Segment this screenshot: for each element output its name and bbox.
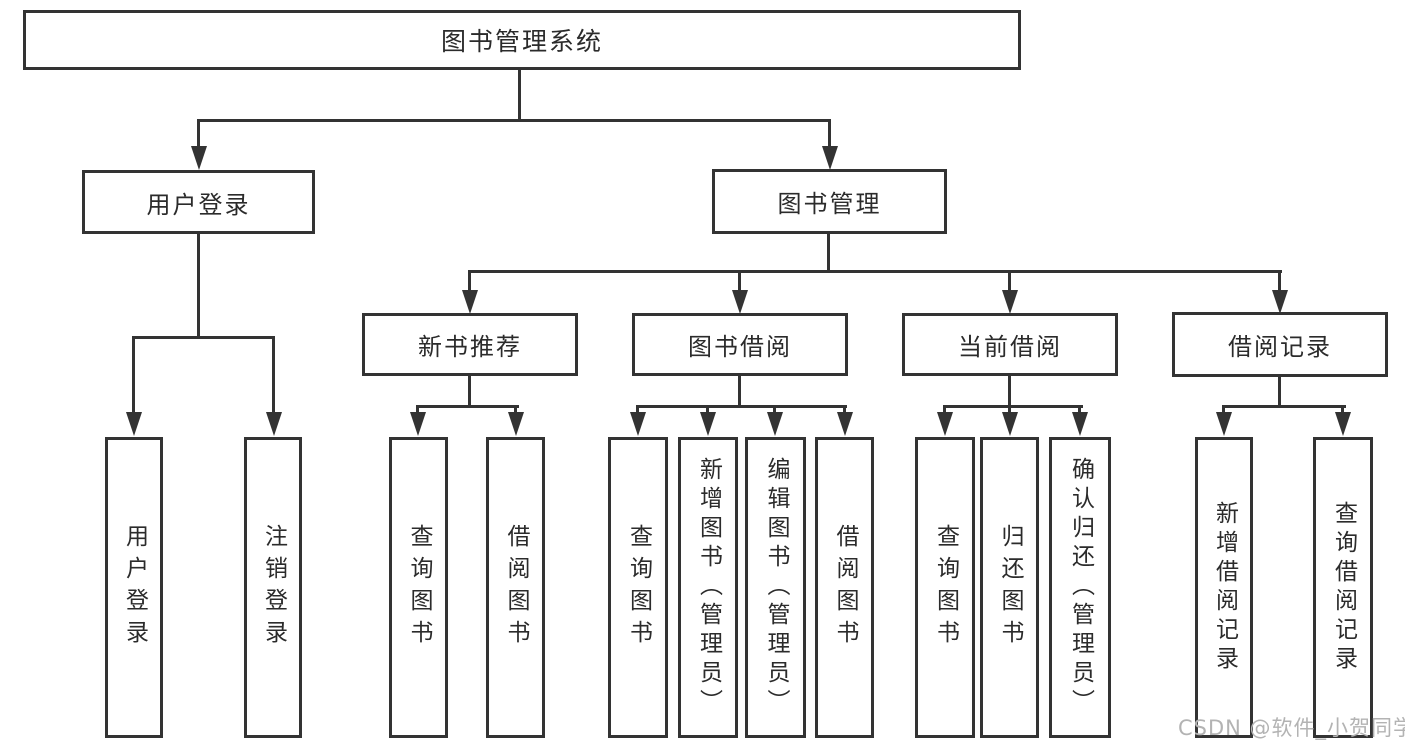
leaf-return-books-label: 归还图书: [997, 523, 1023, 652]
arrow-down-icon: [410, 412, 426, 436]
node-root-label: 图书管理系统: [440, 27, 603, 56]
arrow-down-icon: [767, 412, 783, 436]
leaf-borrow-books-1-label: 借阅图书: [503, 523, 529, 652]
connector-line: [197, 234, 200, 338]
leaf-query-borrow-record: 查询借阅记录: [1313, 437, 1373, 738]
leaf-add-borrow-record: 新增借阅记录: [1195, 437, 1253, 738]
leaf-borrow-books-1: 借阅图书: [486, 437, 545, 738]
connector-line: [1008, 405, 1011, 415]
leaf-query-books-2: 查询图书: [608, 437, 668, 738]
node-root: 图书管理系统: [23, 10, 1021, 70]
arrow-down-icon: [1002, 290, 1018, 314]
connector-line: [828, 119, 831, 148]
watermark-text: CSDN @软件_小贺同学: [1178, 716, 1405, 740]
arrow-down-icon: [191, 146, 207, 170]
leaf-borrow-books-2-label: 借阅图书: [832, 523, 858, 652]
leaf-user-login-label: 用户登录: [121, 523, 148, 652]
node-borrowing-records: 借阅记录: [1172, 312, 1388, 377]
arrow-down-icon: [126, 412, 142, 436]
arrow-down-icon: [462, 290, 478, 314]
connector-line: [1278, 376, 1281, 407]
arrow-down-icon: [837, 412, 853, 436]
arrow-down-icon: [937, 412, 953, 436]
leaf-query-books-1: 查询图书: [389, 437, 448, 738]
arrow-down-icon: [266, 412, 282, 436]
node-book-management-label: 图书管理: [777, 190, 882, 218]
arrow-down-icon: [1002, 412, 1018, 436]
node-current-borrowing: 当前借阅: [902, 313, 1118, 376]
arrow-down-icon: [1335, 412, 1351, 436]
leaf-logout-label: 注销登录: [260, 523, 287, 652]
arrow-down-icon: [1072, 412, 1088, 436]
connector-line: [416, 405, 519, 408]
arrow-down-icon: [630, 412, 646, 436]
connector-line: [738, 270, 741, 292]
connector-line: [132, 336, 135, 414]
leaf-add-books-admin: 新增图书（管理员）: [678, 437, 738, 738]
connector-line: [468, 270, 471, 292]
node-book-borrowing: 图书借阅: [632, 313, 848, 376]
leaf-confirm-return-admin: 确认归还（管理员）: [1049, 437, 1111, 738]
leaf-borrow-books-2: 借阅图书: [815, 437, 874, 738]
leaf-query-borrow-record-label: 查询借阅记录: [1330, 500, 1357, 675]
node-user-login-label: 用户登录: [146, 190, 251, 219]
leaf-logout: 注销登录: [244, 437, 302, 738]
connector-line: [738, 376, 741, 407]
leaf-confirm-return-admin-label: 确认归还（管理员）: [1067, 457, 1094, 718]
connector-line: [827, 234, 830, 273]
connector-line: [518, 70, 521, 121]
connector-line: [943, 405, 1083, 408]
leaf-edit-books-admin: 编辑图书（管理员）: [745, 437, 806, 738]
connector-line: [197, 119, 200, 148]
connector-line: [197, 119, 831, 122]
connector-line: [132, 336, 275, 339]
connector-line: [1008, 376, 1011, 407]
leaf-query-books-3: 查询图书: [915, 437, 975, 738]
arrow-down-icon: [822, 146, 838, 170]
connector-line: [416, 405, 419, 415]
node-current-borrowing-label: 当前借阅: [958, 333, 1062, 361]
leaf-add-borrow-record-label: 新增借阅记录: [1211, 500, 1238, 675]
connector-line: [843, 405, 846, 415]
node-borrowing-records-label: 借阅记录: [1228, 333, 1332, 361]
connector-line: [706, 405, 709, 415]
connector-line: [468, 376, 471, 407]
leaf-user-login: 用户登录: [105, 437, 163, 738]
node-user-login: 用户登录: [82, 170, 315, 234]
connector-line: [636, 405, 847, 408]
connector-line: [1078, 405, 1081, 415]
leaf-query-books-1-label: 查询图书: [406, 523, 432, 652]
connector-line: [943, 405, 946, 415]
connector-line: [1222, 405, 1225, 415]
leaf-query-books-2-label: 查询图书: [625, 523, 652, 652]
connector-line: [1341, 405, 1344, 415]
node-book-management: 图书管理: [712, 169, 947, 234]
arrow-down-icon: [1216, 412, 1232, 436]
leaf-edit-books-admin-label: 编辑图书（管理员）: [763, 457, 789, 718]
connector-line: [1008, 270, 1011, 292]
leaf-query-books-3-label: 查询图书: [932, 523, 959, 652]
connector-line: [773, 405, 776, 415]
arrow-down-icon: [732, 290, 748, 314]
node-book-borrowing-label: 图书借阅: [688, 333, 792, 361]
node-new-book-recommend-label: 新书推荐: [418, 333, 522, 361]
leaf-add-books-admin-label: 新增图书（管理员）: [695, 457, 722, 718]
connector-line: [272, 336, 275, 414]
connector-line: [1222, 405, 1346, 408]
connector-line: [514, 405, 517, 415]
node-new-book-recommend: 新书推荐: [362, 313, 578, 376]
connector-line: [636, 405, 639, 415]
connector-line: [1278, 270, 1281, 292]
arrow-down-icon: [1272, 290, 1288, 314]
arrow-down-icon: [700, 412, 716, 436]
leaf-return-books: 归还图书: [980, 437, 1039, 738]
connector-line: [468, 270, 1282, 273]
arrow-down-icon: [508, 412, 524, 436]
